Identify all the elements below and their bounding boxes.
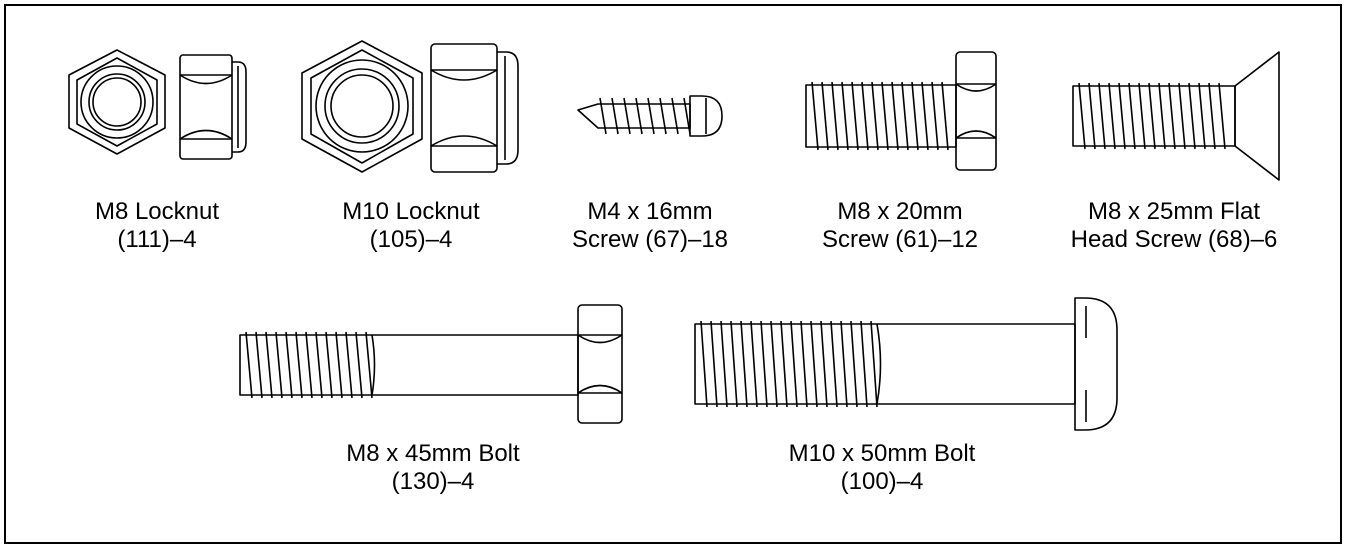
part-qty: (111)–4 [117,226,197,253]
part-name: M4 x 16mm [587,198,713,225]
m8-screw-icon [805,51,997,171]
part-label-m10-locknut: M10 Locknut (105)–4 [281,198,541,254]
m10-locknut-side-icon [430,43,519,173]
part-label-m4-screw: M4 x 16mm Screw (67)–18 [520,198,780,254]
m10-locknut-front-icon [301,40,423,173]
hardware-illustrations [68,40,1280,431]
m10-bolt-icon [694,297,1118,431]
m8-locknut-front-icon [68,49,166,155]
m4-screw-icon [577,95,723,137]
part-qty: (100)–4 [840,468,924,495]
part-label-m10-bolt: M10 x 50mm Bolt (100)–4 [752,440,1012,496]
part-name: M10 Locknut [342,198,480,225]
part-label-m8-flat-head-screw: M8 x 25mm Flat Head Screw (68)–6 [1044,198,1304,254]
part-qty: (105)–4 [369,226,453,253]
part-name: M8 Locknut [94,198,220,225]
part-label-m8-bolt: M8 x 45mm Bolt (130)–4 [303,440,563,496]
m8-locknut-side-icon [179,54,247,160]
m8-bolt-icon [239,304,623,424]
part-name: M10 x 50mm Bolt [788,440,976,467]
part-qty: Screw (61)–12 [821,226,979,253]
part-qty: (130)–4 [391,468,475,495]
part-label-m8-locknut: M8 Locknut (111)–4 [27,198,287,254]
part-qty: Head Screw (68)–6 [1070,226,1278,253]
part-label-m8-screw: M8 x 20mm Screw (61)–12 [770,198,1030,254]
m8-flat-head-screw-icon [1072,51,1280,181]
part-name: M8 x 25mm Flat [1087,198,1261,225]
part-name: M8 x 45mm Bolt [346,440,520,467]
part-name: M8 x 20mm [837,198,963,225]
part-qty: Screw (67)–18 [571,226,729,253]
